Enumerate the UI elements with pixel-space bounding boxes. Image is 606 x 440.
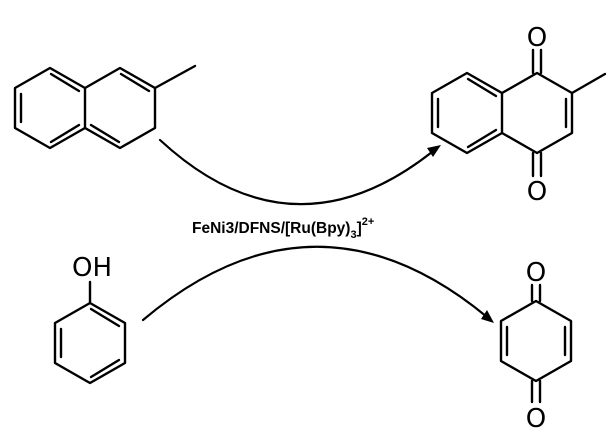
- atom-label-oxygen: O: [527, 23, 547, 53]
- double-bond: [466, 77, 498, 98]
- product-menadione: O O: [430, 23, 606, 207]
- arrow-head-icon: [427, 145, 441, 157]
- atom-label-oxygen: O: [527, 177, 547, 207]
- quinone-ring: [500, 71, 574, 155]
- reactant-2-methylnaphthalene: [13, 64, 197, 150]
- double-bond: [49, 123, 81, 144]
- naphthalene-left-ring: [13, 66, 87, 150]
- arrow-head-icon: [481, 310, 494, 323]
- condition-subscript: 3: [350, 229, 356, 241]
- atom-label-oxygen: O: [526, 258, 546, 288]
- condition-catalyst: FeNi3/DFNS/[Ru(Bpy): [192, 220, 350, 237]
- methyl-bond: [570, 72, 606, 95]
- product-benzoquinone: O O: [499, 258, 573, 434]
- curved-arrow-shaft: [141, 245, 489, 322]
- methyl-bond: [153, 64, 197, 90]
- double-bond: [89, 358, 121, 379]
- double-bond: [119, 72, 151, 93]
- reaction-arrow-bottom: [141, 245, 494, 323]
- reaction-conditions: FeNi3/DFNS/[Ru(Bpy)3]2+: [192, 216, 374, 241]
- reaction-arrow-top: [158, 138, 441, 206]
- atom-label-hydroxyl: OH: [72, 253, 112, 283]
- curved-arrow-shaft: [158, 138, 434, 206]
- double-bond: [49, 72, 81, 93]
- double-bond: [89, 307, 121, 328]
- atom-label-oxygen: O: [526, 404, 546, 434]
- benzene-ring: [53, 301, 127, 385]
- condition-bracket: ]: [357, 220, 362, 237]
- reactant-phenol: OH: [53, 253, 127, 385]
- quinone-ring: [499, 299, 573, 383]
- condition-superscript: 2+: [362, 216, 375, 228]
- naphthalene-right-ring: [83, 66, 157, 150]
- double-bond: [466, 128, 498, 149]
- quinone-benzo-ring: [430, 71, 504, 155]
- double-bond: [89, 123, 121, 144]
